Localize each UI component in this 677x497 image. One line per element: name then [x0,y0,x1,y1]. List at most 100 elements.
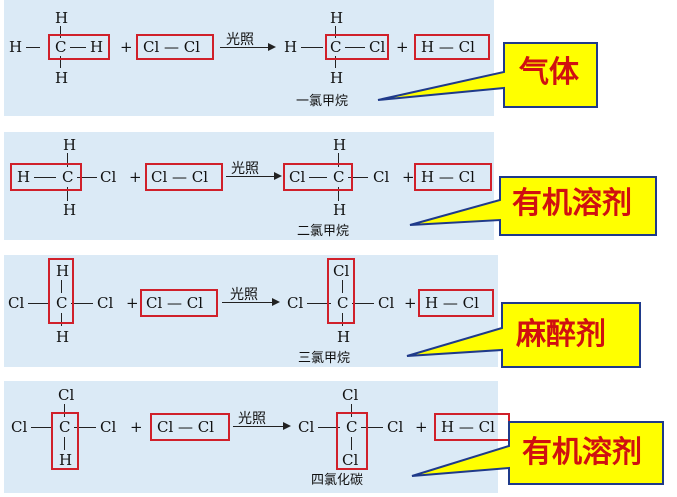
bond [335,26,336,38]
bond [64,437,65,450]
reaction-condition: 光照 [231,161,259,177]
atom: Cl [373,168,390,186]
atom: H [55,9,69,27]
product-name: 二氯甲烷 [297,224,350,239]
highlight-box [10,163,82,191]
bond [342,280,343,293]
bond [338,153,339,167]
reaction-arrow [233,422,291,430]
plus-sign: + [126,294,139,312]
bond [60,26,61,38]
atom: H [59,451,73,469]
bond [67,153,68,167]
plus-sign: + [415,418,428,436]
product-name: 一氯甲烷 [296,94,349,109]
highlight-box [414,34,490,60]
bond [351,404,352,417]
atom: C [59,418,71,436]
atom: H [333,201,347,219]
bond [361,427,383,428]
atom: Cl [8,294,25,312]
bond [309,177,327,178]
callout-text: 气体 [519,55,579,90]
highlight-box [327,258,355,324]
bond [61,313,62,326]
plus-sign: + [129,168,142,186]
atom: C [346,418,358,436]
bond [34,177,56,178]
bond [335,56,336,68]
atom: Cl [387,418,404,436]
atom: H [333,136,347,154]
atom: H [90,38,104,56]
atom: C [56,294,68,312]
plus-sign: + [404,294,417,312]
plus-sign: + [120,38,133,56]
bond [348,177,368,178]
atom: H [56,328,70,346]
atom: H [337,328,351,346]
atom: H [63,201,77,219]
atom: H [17,168,31,186]
highlight-box [336,412,368,470]
plus-sign: + [402,168,415,186]
callout-text: 麻醉剂 [516,317,606,352]
atom: Cl [298,418,315,436]
bond [342,313,343,326]
bond [64,404,65,417]
bond [318,427,340,428]
bond [307,303,331,304]
atom: Cl [289,168,306,186]
reagent: Cl — Cl [157,418,215,436]
bond [351,437,352,450]
atom: Cl [100,168,117,186]
product-name: 四氯化碳 [311,473,364,488]
atom: H [284,38,298,56]
atom: C [62,168,74,186]
bond [338,187,339,201]
bond [28,303,50,304]
reaction-condition: 光照 [226,32,254,48]
atom: Cl [11,418,28,436]
atom: C [330,38,342,56]
atom: Cl [342,451,359,469]
bond [31,427,53,428]
atom: Cl [287,294,304,312]
product-name: 三氯甲烷 [298,351,351,366]
highlight-box [325,34,389,60]
highlight-box [51,412,79,470]
atom: C [55,38,67,56]
highlight-box [48,258,74,324]
highlight-box [136,34,214,60]
atom: C [333,168,345,186]
highlight-box [283,163,353,191]
plus-sign: + [130,418,143,436]
highlight-box [145,163,223,191]
highlight-box [48,34,110,60]
bond [61,280,62,293]
bond [77,177,97,178]
atom: H [330,9,344,27]
atom: H [63,136,77,154]
bond [26,47,40,48]
plus-sign: + [396,38,409,56]
bond [345,47,365,48]
reaction-arrow [222,298,280,306]
bond [74,427,96,428]
bond [70,47,86,48]
reagent: Cl — Cl [151,168,209,186]
highlight-box [150,413,230,441]
atom: Cl [58,386,75,404]
bond [67,187,68,201]
reaction-arrow [226,172,282,180]
bond [71,303,93,304]
atom: C [337,294,349,312]
callout-text: 有机溶剂 [522,435,642,470]
reagent: Cl — Cl [146,294,204,312]
atom: H [56,262,70,280]
reaction-condition: 光照 [230,287,258,303]
atom: Cl [342,386,359,404]
reagent: Cl — Cl [143,38,201,56]
reaction-condition: 光照 [238,411,266,427]
bond [301,47,323,48]
